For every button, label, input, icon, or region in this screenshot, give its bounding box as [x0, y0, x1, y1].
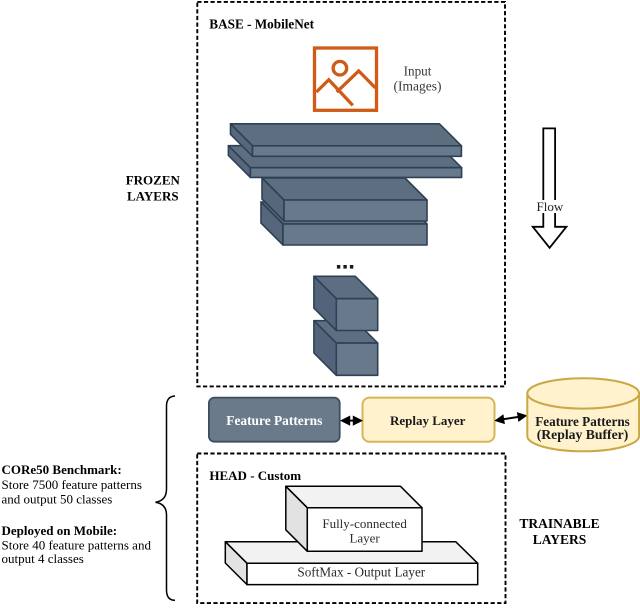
svg-text:HEAD - Custom: HEAD - Custom: [209, 468, 301, 483]
svg-text:Flow: Flow: [537, 199, 564, 214]
svg-text:and output 50 classes: and output 50 classes: [2, 492, 113, 507]
svg-text:Fully-connected: Fully-connected: [322, 516, 407, 531]
svg-text:(Images): (Images): [394, 79, 442, 94]
svg-text:Deployed on Mobile:: Deployed on Mobile:: [2, 523, 118, 538]
svg-text:Input: Input: [404, 64, 432, 79]
svg-text:Store 7500 feature patterns: Store 7500 feature patterns: [2, 477, 142, 492]
svg-text:CORe50 Benchmark:: CORe50 Benchmark:: [2, 462, 122, 477]
svg-text:LAYERS: LAYERS: [127, 188, 179, 203]
svg-text:Feature Patterns: Feature Patterns: [535, 414, 630, 429]
svg-text:(Replay Buffer): (Replay Buffer): [537, 427, 629, 443]
svg-text:Feature Patterns: Feature Patterns: [226, 413, 322, 428]
svg-text:BASE - MobileNet: BASE - MobileNet: [209, 17, 314, 32]
svg-text:SoftMax - Output Layer: SoftMax - Output Layer: [297, 564, 425, 579]
svg-text:LAYERS: LAYERS: [533, 532, 587, 547]
svg-text:Replay Layer: Replay Layer: [390, 413, 466, 428]
svg-text:output 4 classes: output 4 classes: [2, 551, 84, 566]
svg-text:Store 40 feature patterns and: Store 40 feature patterns and: [2, 537, 152, 552]
svg-text:TRAINABLE: TRAINABLE: [519, 516, 599, 531]
svg-text:FROZEN: FROZEN: [126, 173, 181, 188]
svg-text:Layer: Layer: [349, 531, 380, 546]
